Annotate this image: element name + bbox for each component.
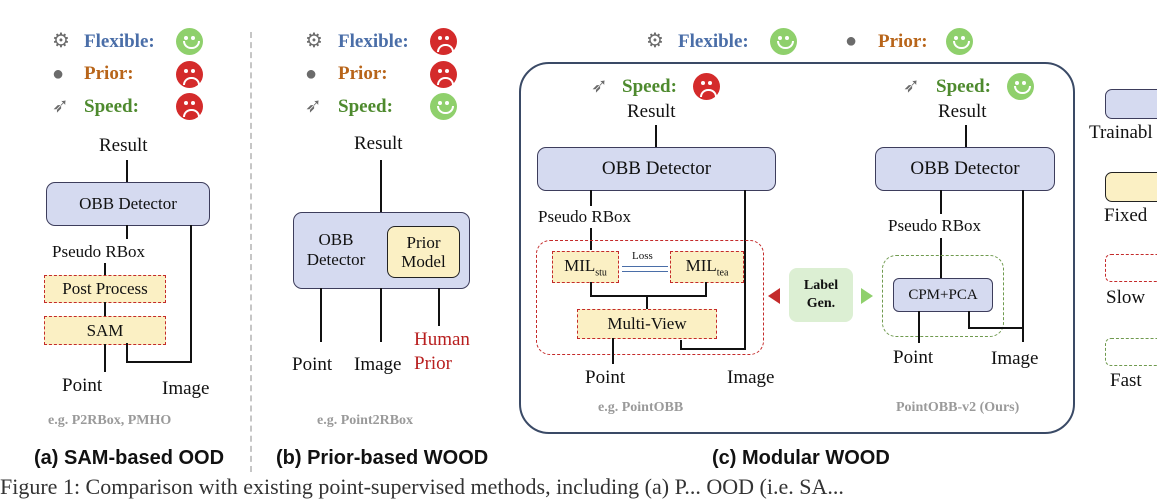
- prior-model-box: Prior Model: [387, 226, 460, 278]
- flexible-label: Flexible:: [338, 31, 409, 52]
- gear-icon: ⚙: [305, 30, 323, 52]
- flexible-label: Flexible:: [678, 31, 749, 52]
- legend-trainable-swatch: [1105, 89, 1157, 119]
- point-label: Point: [62, 375, 103, 396]
- example-methods: e.g. P2RBox, PMHO: [48, 413, 172, 428]
- pseudo-rbox-label: Pseudo RBox: [888, 216, 982, 235]
- human-prior-label: Human Prior: [414, 329, 470, 374]
- legend-fixed-label: Fixed: [1104, 205, 1148, 226]
- fast-group: [882, 255, 1004, 337]
- legend-slow-label: Slow: [1106, 287, 1146, 308]
- gear-icon: ⚙: [646, 30, 664, 52]
- loss-connector: [622, 266, 668, 272]
- gear-icon: ⚙: [52, 30, 70, 52]
- obb-detector-box: OBB Detector: [537, 147, 776, 191]
- prior-label: Prior:: [878, 31, 928, 52]
- caption-c: (c) Modular WOOD: [712, 447, 890, 469]
- pseudo-rbox-label: Pseudo RBox: [52, 242, 146, 261]
- point-label: Point: [292, 354, 333, 375]
- happy-face-icon: [946, 28, 973, 55]
- sad-face-icon: [176, 61, 203, 88]
- example-methods: e.g. Point2RBox: [317, 413, 414, 428]
- legend-slow-swatch: [1105, 254, 1157, 282]
- figure-caption: Figure 1: Comparison with existing point…: [0, 474, 844, 499]
- image-label: Image: [354, 354, 402, 375]
- obb-detector-box: OBB Detector: [875, 147, 1055, 191]
- rocket-icon: ➶: [903, 75, 920, 97]
- image-label: Image: [162, 378, 210, 399]
- result-label: Result: [354, 133, 403, 154]
- mil-tea-box: MILtea: [670, 251, 744, 283]
- head-icon: ●: [845, 30, 858, 52]
- speed-label: Speed:: [338, 96, 393, 117]
- example-methods: e.g. PointOBB: [598, 400, 684, 415]
- prior-label: Prior:: [338, 63, 388, 84]
- happy-face-icon: [176, 28, 203, 55]
- example-methods: PointOBB-v2 (Ours): [896, 400, 1020, 415]
- legend-fixed-swatch: [1105, 172, 1157, 202]
- legend-fast-swatch: [1105, 338, 1157, 366]
- sad-face-icon: [430, 61, 457, 88]
- post-process-box: Post Process: [44, 275, 166, 303]
- cpm-pca-box: CPM+PCA: [893, 278, 993, 312]
- rocket-icon: ➶: [591, 75, 608, 97]
- mil-group: [536, 240, 764, 355]
- modular-wood-frame: [519, 62, 1075, 434]
- image-label: Image: [727, 367, 775, 388]
- speed-label: Speed:: [622, 76, 677, 97]
- label-gen-box: Label Gen.: [789, 268, 853, 322]
- obb-detector-label: OBB Detector: [306, 230, 366, 269]
- head-icon: ●: [305, 63, 318, 85]
- result-label: Result: [627, 101, 676, 122]
- happy-face-icon: [770, 28, 797, 55]
- legend-fast-label: Fast: [1110, 370, 1142, 391]
- sam-box: SAM: [44, 316, 166, 345]
- caption-a: (a) SAM-based OOD: [34, 447, 225, 469]
- multi-view-box: Multi-View: [577, 309, 717, 339]
- sad-face-icon: [176, 93, 203, 120]
- point-label: Point: [893, 347, 934, 368]
- image-label: Image: [991, 348, 1039, 369]
- mil-stu-box: MILstu: [552, 251, 619, 283]
- flexible-label: Flexible:: [84, 31, 155, 52]
- happy-face-icon: [430, 93, 457, 120]
- loss-label: Loss: [632, 250, 653, 262]
- speed-label: Speed:: [936, 76, 991, 97]
- obb-detector-box: OBB Detector: [46, 182, 210, 226]
- point-label: Point: [585, 367, 626, 388]
- pseudo-rbox-label: Pseudo RBox: [538, 207, 632, 226]
- panel-divider: [250, 32, 252, 472]
- prior-label: Prior:: [84, 63, 134, 84]
- legend-trainable-label: Trainabl: [1089, 122, 1153, 143]
- rocket-icon: ➶: [52, 95, 69, 117]
- speed-label: Speed:: [84, 96, 139, 117]
- caption-b: (b) Prior-based WOOD: [276, 447, 489, 469]
- result-label: Result: [99, 135, 148, 156]
- head-icon: ●: [52, 63, 65, 85]
- arrow-left-icon: [768, 288, 780, 304]
- arrow-right-icon: [861, 288, 873, 304]
- happy-face-icon: [1007, 73, 1034, 100]
- rocket-icon: ➶: [305, 95, 322, 117]
- sad-face-icon: [693, 73, 720, 100]
- sad-face-icon: [430, 28, 457, 55]
- result-label: Result: [938, 101, 987, 122]
